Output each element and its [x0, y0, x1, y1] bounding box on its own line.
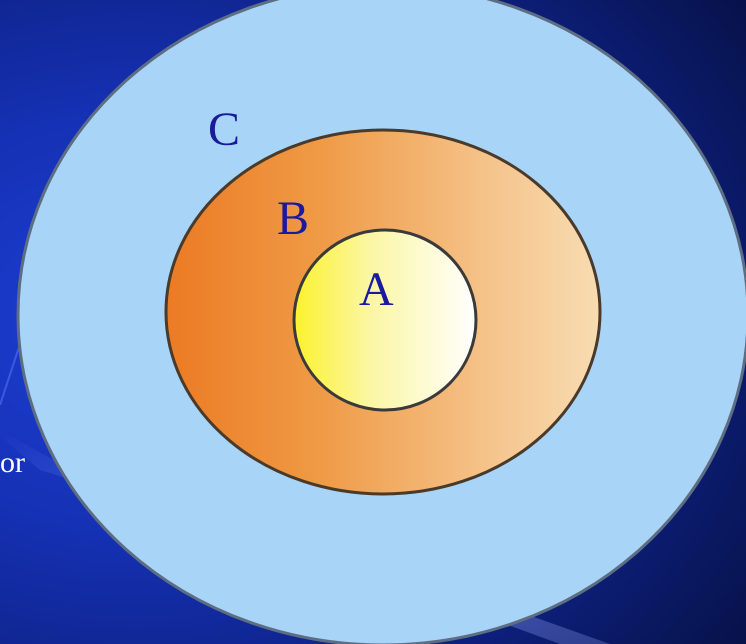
label-b: B [277, 192, 309, 245]
label-a: A [359, 263, 394, 316]
partial-slide-text: or [0, 446, 25, 479]
ring-a [292, 228, 478, 412]
label-c: C [208, 103, 240, 156]
